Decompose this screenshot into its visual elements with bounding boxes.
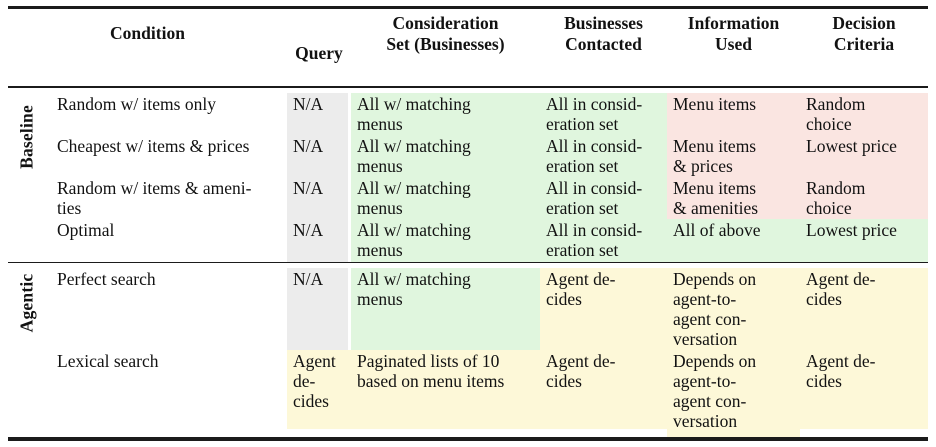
- cell-decision-criteria: Random choice: [800, 176, 928, 219]
- cell-decision-criteria: Lowest price: [800, 134, 928, 177]
- cell-condition: Lexical search: [57, 351, 159, 371]
- cell-condition: Random w/ items only: [57, 93, 216, 114]
- table-row: Lexical search Agent de- cides Paginated…: [8, 350, 928, 437]
- cell-condition: Perfect search: [57, 269, 156, 289]
- cell-decision-criteria: Agent de- cides: [800, 350, 928, 429]
- cell-information-used: All of above: [667, 218, 800, 262]
- cell-condition: Optimal: [57, 219, 115, 240]
- cell-query: N/A: [287, 268, 351, 350]
- cell-businesses-contacted: All in consid- eration set: [540, 92, 667, 135]
- group-label-baseline-text: Baseline: [16, 105, 37, 169]
- cell-query: N/A: [287, 176, 351, 219]
- cell-query: N/A: [287, 134, 351, 177]
- cell-businesses-contacted: All in consid- eration set: [540, 134, 667, 177]
- cell-condition: Random w/ items & ameni- ties: [57, 177, 252, 218]
- cell-information-used: Depends on agent-to- agent con- versatio…: [667, 350, 800, 437]
- cell-consideration-set: All w/ matching menus: [351, 176, 540, 219]
- header-businesses-contacted: Businesses Contacted: [564, 13, 643, 54]
- section-agentic: Perfect search N/A All w/ matching menus…: [8, 263, 928, 437]
- cell-query: Agent de- cides: [287, 350, 351, 429]
- conditions-table: Condition Query Consideration Set (Busin…: [8, 6, 928, 441]
- cell-information-used: Menu items: [667, 92, 800, 135]
- header-row: Condition Query Consideration Set (Busin…: [8, 9, 928, 86]
- cell-businesses-contacted: All in consid- eration set: [540, 218, 667, 262]
- group-label-agentic-text: Agentic: [16, 273, 37, 333]
- rule-group-separator: [8, 261, 928, 263]
- group-spacer: [8, 350, 46, 429]
- cell-consideration-set: All w/ matching menus: [351, 218, 540, 262]
- cell-businesses-contacted: All in consid- eration set: [540, 176, 667, 219]
- cell-decision-criteria: Random choice: [800, 92, 928, 135]
- cell-information-used: Menu items & amenities: [667, 176, 800, 219]
- rule-top: [8, 6, 928, 9]
- cell-decision-criteria: Lowest price: [800, 218, 928, 262]
- section-baseline: Random w/ items only N/A All w/ matching…: [8, 88, 928, 262]
- cell-consideration-set: All w/ matching menus: [351, 134, 540, 177]
- header-consideration-set: Consideration Set (Businesses): [386, 13, 505, 54]
- cell-query: N/A: [287, 92, 351, 135]
- cell-consideration-set: Paginated lists of 10 based on menu item…: [351, 350, 540, 429]
- header-decision-criteria: Decision Criteria: [832, 13, 896, 54]
- cell-decision-criteria: Agent de- cides: [800, 268, 928, 350]
- rule-header-separator: [8, 86, 928, 88]
- cell-consideration-set: All w/ matching menus: [351, 268, 540, 350]
- group-spacer: [8, 219, 46, 262]
- header-query: Query: [295, 43, 343, 63]
- table-row: Cheapest w/ items & prices N/A All w/ ma…: [8, 134, 928, 177]
- cell-information-used: Depends on agent-to- agent con- versatio…: [667, 268, 800, 350]
- header-information-used: Information Used: [687, 13, 780, 54]
- header-condition: Condition: [110, 23, 185, 43]
- cell-condition: Cheapest w/ items & prices: [57, 135, 250, 156]
- rule-bottom: [8, 437, 928, 441]
- cell-businesses-contacted: Agent de- cides: [540, 350, 667, 429]
- cell-businesses-contacted: Agent de- cides: [540, 268, 667, 350]
- table-row: Random w/ items only N/A All w/ matching…: [8, 92, 928, 135]
- table-row: Random w/ items & ameni- ties N/A All w/…: [8, 176, 928, 219]
- cell-query: N/A: [287, 218, 351, 262]
- cell-consideration-set: All w/ matching menus: [351, 92, 540, 135]
- group-spacer: [8, 177, 46, 219]
- table-row: Perfect search N/A All w/ matching menus…: [8, 268, 928, 350]
- table-row: Optimal N/A All w/ matching menus All in…: [8, 218, 928, 262]
- cell-information-used: Menu items & prices: [667, 134, 800, 177]
